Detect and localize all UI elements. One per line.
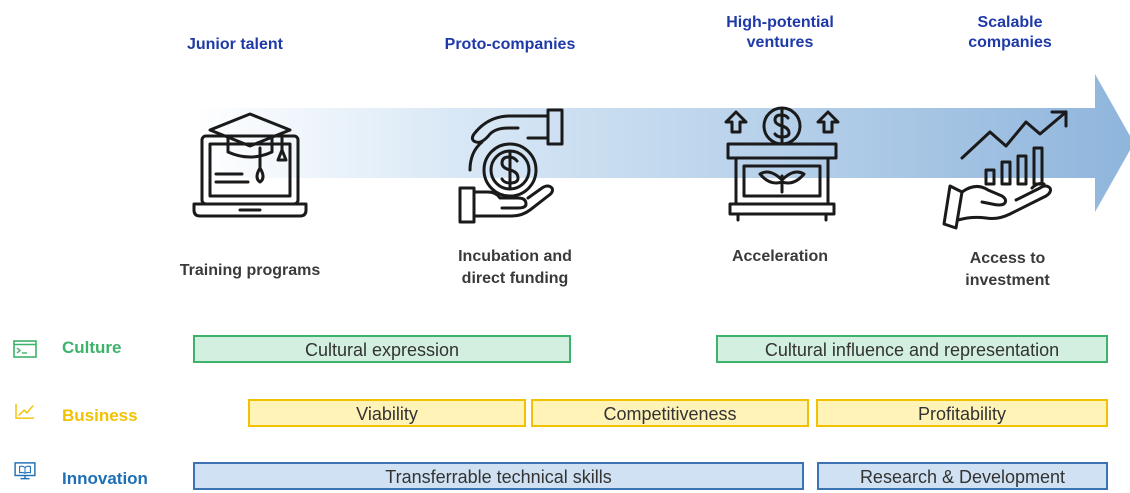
box-transferrable-technical-skills: Transferrable technical skills	[193, 462, 804, 490]
box-profitability: Profitability	[816, 399, 1108, 427]
step-label-acceleration: Acceleration	[731, 248, 829, 265]
row-label-business: Business	[62, 406, 138, 425]
hand-coin-icon	[458, 108, 564, 224]
box-cultural-influence: Cultural influence and representation	[716, 335, 1108, 363]
box-competitiveness: Competitiveness	[531, 399, 809, 427]
box-viability: Viability	[248, 399, 526, 427]
box-research-development: Research & Development	[817, 462, 1108, 490]
step-label-access-to-investment: Access to investment	[965, 250, 1050, 289]
stage-title-scalable-companies: Scalable companies	[968, 14, 1052, 51]
stage-title-proto-companies: Proto-companies	[444, 36, 576, 53]
hand-growth-chart-icon	[942, 110, 1068, 230]
step-label-incubation: Incubation and direct funding	[458, 248, 572, 287]
row-label-culture: Culture	[62, 338, 122, 357]
stage-title-junior-talent: Junior talent	[186, 36, 283, 53]
monitor-book-icon	[14, 462, 36, 480]
trend-line-icon	[15, 403, 34, 419]
dollar-sprout-box-icon	[724, 106, 840, 222]
laptop-graduation-cap-icon	[192, 112, 308, 218]
terminal-window-icon	[13, 340, 37, 358]
row-label-innovation: Innovation	[62, 469, 148, 488]
stage-title-high-potential-ventures: High-potential ventures	[726, 14, 834, 51]
step-label-training-programs: Training programs	[179, 262, 321, 279]
box-cultural-expression: Cultural expression	[193, 335, 571, 363]
progress-arrow	[90, 74, 1130, 212]
